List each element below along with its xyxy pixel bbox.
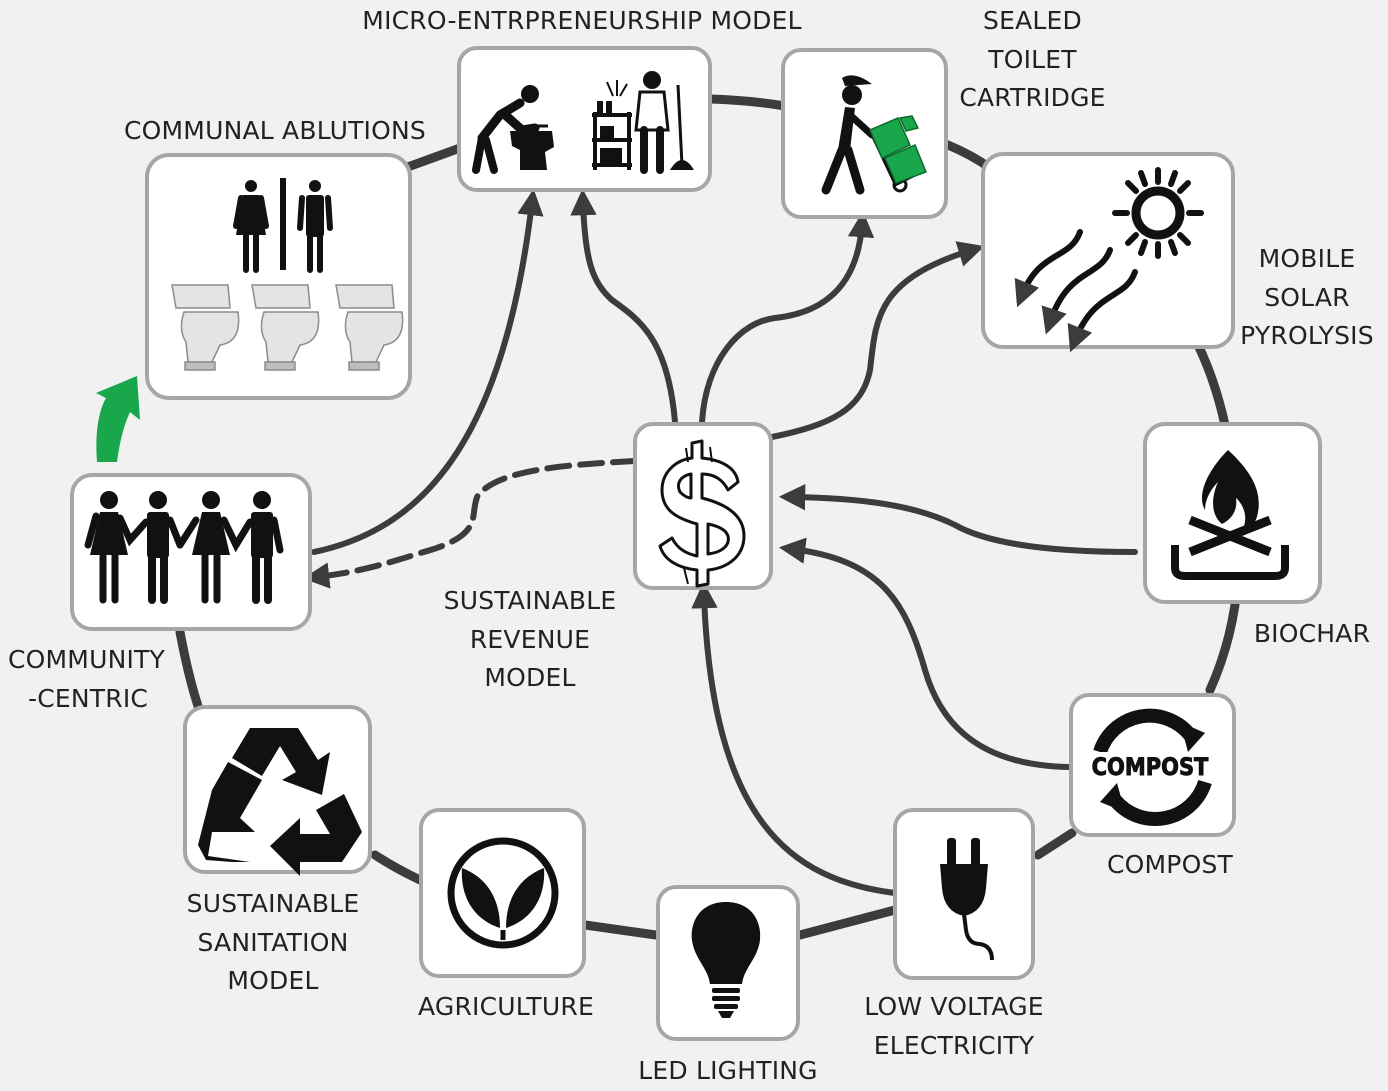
label-communal-ablutions: COMMUNAL ABLUTIONS: [124, 116, 426, 145]
sustainable-sanitation-box: [183, 705, 372, 876]
compost-badge-text: COMPOST: [1092, 754, 1209, 782]
community-centric-box: [70, 473, 312, 631]
arrow-revenue-to-cartridge: [699, 210, 875, 425]
label-micro-entrepreneurship: MICRO-ENTRPRENEURSHIP MODEL: [362, 6, 802, 35]
cycle-ring: [175, 94, 1240, 940]
green-cartridge-icon: [869, 115, 927, 184]
label-biochar: BIOCHAR: [1253, 619, 1371, 648]
arrow-electricity-to-revenue: [691, 581, 898, 896]
label-agriculture: AGRICULTURE: [418, 992, 594, 1021]
arrow-revenue-to-community-dashed: [302, 458, 638, 589]
label-mobile-solar-pyrolysis: MOBILE SOLAR PYROLYSIS: [1240, 244, 1374, 350]
people-holding-hands-icon: [84, 491, 284, 604]
sealed-toilet-cartridge-box: [781, 48, 948, 219]
plug-icon: [940, 838, 994, 961]
light-bulb-icon: [691, 902, 761, 1018]
fire-pit-icon: [1171, 450, 1289, 580]
restroom-sign-icon: [233, 178, 333, 273]
compost-box: COMPOST: [1069, 693, 1236, 837]
arrow-biochar-to-revenue: [778, 483, 1138, 555]
sustainable-revenue-box: [633, 422, 773, 590]
micro-entrepreneurship-box: [457, 46, 712, 192]
label-compost: COMPOST: [1107, 850, 1233, 879]
arrow-revenue-to-micro-1: [570, 188, 678, 425]
label-community-centric: COMMUNITY -CENTRIC: [8, 645, 165, 713]
arrow-community-to-micro: [311, 188, 544, 555]
label-low-voltage-electricity: LOW VOLTAGE ELECTRICITY: [864, 992, 1044, 1060]
communal-ablutions-box: [145, 153, 412, 400]
green-arrow-icon: [96, 376, 140, 462]
dollar-sign-icon: [658, 439, 746, 588]
biochar-box: [1143, 422, 1322, 604]
mobile-solar-pyrolysis-box: [981, 152, 1235, 353]
compost-cycle-icon: COMPOST: [1091, 708, 1212, 826]
label-sealed-toilet-cartridge: SEALED TOILET CARTRIDGE: [959, 6, 1106, 112]
arrow-revenue-to-pyrolysis: [769, 241, 985, 440]
label-led-lighting: LED LIGHTING: [638, 1056, 818, 1085]
flow-arrows: [302, 188, 1138, 896]
arrow-compost-to-revenue: [778, 537, 1071, 770]
led-lighting-box: [656, 885, 800, 1041]
cleaner-icon: [592, 71, 694, 174]
toilet-icon: [171, 284, 404, 371]
sun-heat-waves-icon: [1014, 167, 1204, 353]
sprout-icon: [447, 837, 559, 949]
plumber-icon: [472, 85, 554, 174]
label-sustainable-sanitation-model: SUSTAINABLE SANITATION MODEL: [186, 889, 360, 995]
label-sustainable-revenue-model: SUSTAINABLE REVENUE MODEL: [443, 586, 617, 692]
low-voltage-electricity-box: [893, 808, 1035, 980]
recycle-icon: [198, 728, 362, 876]
agriculture-box: [419, 808, 586, 978]
